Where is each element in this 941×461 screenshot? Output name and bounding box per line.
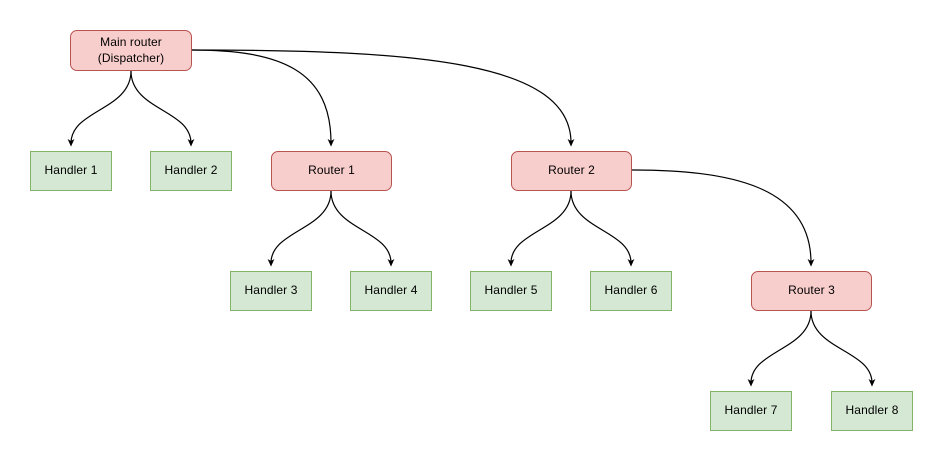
node-main[interactable]: Main router (Dispatcher) [70, 30, 192, 71]
node-handler2[interactable]: Handler 2 [150, 151, 232, 191]
node-router3[interactable]: Router 3 [751, 271, 872, 311]
edge-router2-to-handler6 [570, 190, 635, 267]
edges-group [67, 49, 876, 387]
edge-router2-to-router3 [631, 169, 815, 267]
edge-router2-to-handler5 [507, 190, 572, 267]
node-router1[interactable]: Router 1 [271, 151, 392, 191]
edge-main-to-handler1 [67, 70, 132, 147]
edge-main-to-router2 [191, 49, 575, 147]
edge-router3-to-handler7 [747, 310, 812, 387]
edge-router1-to-handler4 [330, 190, 395, 267]
node-handler4[interactable]: Handler 4 [350, 271, 432, 311]
node-handler1[interactable]: Handler 1 [30, 151, 112, 191]
edge-router1-to-handler3 [267, 190, 332, 267]
edge-main-to-router1 [191, 49, 335, 147]
node-handler3[interactable]: Handler 3 [230, 271, 312, 311]
node-handler8[interactable]: Handler 8 [831, 391, 913, 431]
node-handler5[interactable]: Handler 5 [470, 271, 552, 311]
node-handler6[interactable]: Handler 6 [590, 271, 672, 311]
node-handler7[interactable]: Handler 7 [710, 391, 792, 431]
node-router2[interactable]: Router 2 [511, 151, 632, 191]
edge-router3-to-handler8 [810, 310, 876, 387]
edge-main-to-handler2 [130, 70, 195, 147]
